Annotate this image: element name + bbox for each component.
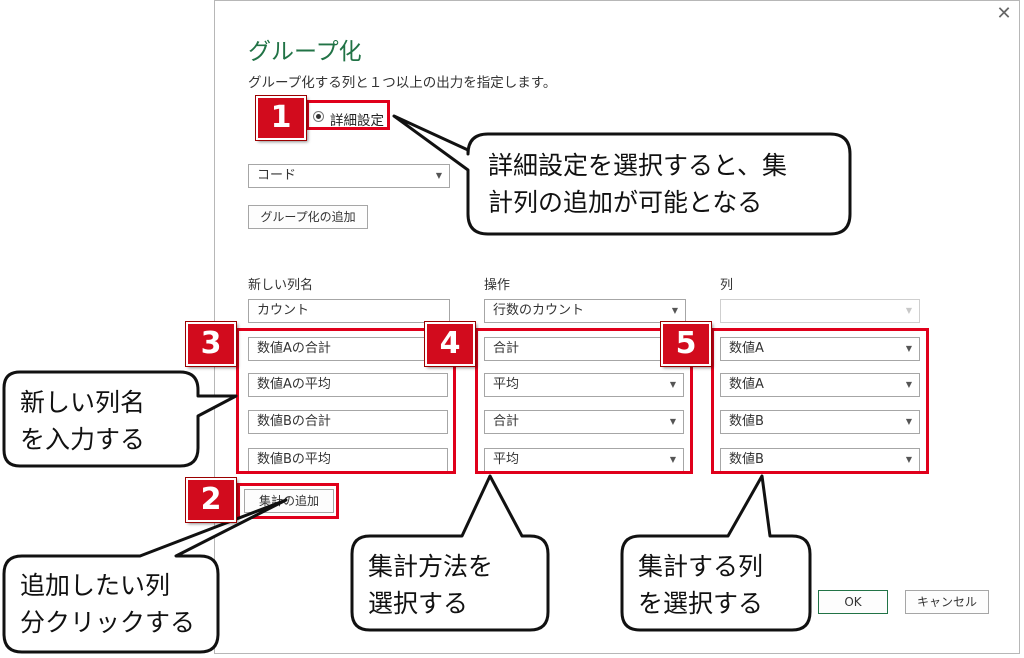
new-name-input-0[interactable]: カウント: [248, 299, 450, 323]
highlight-new-names: [236, 328, 456, 474]
highlight-add-aggregation: [237, 483, 339, 519]
new-name-input-2[interactable]: 数値Aの平均: [248, 373, 448, 397]
highlight-operations: [475, 328, 693, 474]
new-name-value: カウント: [257, 303, 310, 318]
new-name-input-3[interactable]: 数値Bの合計: [248, 410, 448, 434]
ok-button[interactable]: OK: [818, 590, 888, 614]
chevron-down-icon: ▼: [905, 344, 912, 353]
operation-dropdown-1[interactable]: 合計▼: [484, 337, 684, 361]
callout-advanced-text: 詳細設定を選択すると、集 計列の追加が可能となる: [488, 151, 788, 217]
operation-dropdown-0[interactable]: 行数のカウント ▼: [484, 299, 686, 323]
chevron-down-icon: ▼: [669, 417, 676, 426]
operation-value: 行数のカウント: [493, 303, 585, 318]
new-name-value: 数値Aの平均: [257, 377, 331, 392]
column-dropdown-1[interactable]: 数値A ▼: [720, 337, 920, 361]
new-name-input-1[interactable]: 数値Aの合計: [248, 337, 448, 361]
chevron-down-icon: ▼: [671, 306, 678, 315]
callout-method-bubble: [350, 474, 550, 632]
callout-target-bubble: [620, 474, 812, 632]
chevron-down-icon: ▼: [905, 306, 912, 315]
new-column-name-header: 新しい列名: [248, 278, 314, 293]
callout-advanced-bubble: [392, 114, 852, 236]
callout-add-col-text: 追加したい列 分クリックする: [20, 571, 196, 637]
column-dropdown-4[interactable]: 数値B ▼: [720, 448, 920, 472]
chevron-down-icon: ▼: [905, 455, 912, 464]
column-header: 列: [720, 278, 734, 293]
step-badge-2: 2: [186, 478, 236, 522]
step-badge-1: 1: [256, 96, 306, 140]
column-dropdown-3[interactable]: 数値B ▼: [720, 410, 920, 434]
column-dropdown-2[interactable]: 数値A ▼: [720, 373, 920, 397]
operation-value: 合計: [493, 414, 520, 429]
callout-target-text: 集計する列 を選択する: [638, 552, 764, 618]
operation-value: 平均: [493, 377, 520, 392]
step-badge-4: 4: [425, 322, 475, 366]
callout-new-name-bubble: [2, 370, 238, 468]
chevron-down-icon: ▼: [905, 380, 912, 389]
new-name-value: 数値Aの合計: [257, 341, 331, 356]
column-value: 数値A: [729, 341, 764, 356]
highlight-columns: [711, 328, 929, 474]
chevron-down-icon: ▼: [669, 455, 676, 464]
group-column-value: コード: [257, 168, 297, 183]
chevron-down-icon: ▼: [669, 380, 676, 389]
operation-value: 平均: [493, 452, 520, 467]
radio-advanced-label[interactable]: 詳細設定: [330, 113, 384, 129]
column-dropdown-0: ▼: [720, 299, 920, 323]
new-name-value: 数値Bの平均: [257, 452, 331, 467]
step-badge-3: 3: [186, 322, 236, 366]
column-value: 数値B: [729, 414, 764, 429]
group-by-dialog: [214, 0, 1020, 654]
chevron-down-icon: ▼: [905, 417, 912, 426]
add-grouping-button[interactable]: グループ化の追加: [248, 205, 368, 229]
radio-advanced[interactable]: [313, 111, 324, 122]
close-icon[interactable]: ✕: [996, 3, 1012, 24]
operation-dropdown-4[interactable]: 平均 ▼: [484, 448, 684, 472]
dialog-subtitle: グループ化する列と１つ以上の出力を指定します。: [248, 75, 557, 91]
step-badge-5: 5: [661, 322, 711, 366]
callout-method-text: 集計方法を 選択する: [368, 552, 494, 618]
cancel-button[interactable]: キャンセル: [905, 590, 989, 614]
operation-header: 操作: [484, 278, 511, 293]
column-value: 数値A: [729, 377, 764, 392]
callout-new-name-text: 新しい列名 を入力する: [20, 388, 146, 454]
callout-add-col-bubble: [2, 498, 288, 654]
operation-dropdown-2[interactable]: 平均 ▼: [484, 373, 684, 397]
chevron-down-icon: ▼: [435, 171, 442, 180]
highlight-advanced: [306, 100, 390, 130]
group-column-dropdown[interactable]: コード ▼: [248, 164, 450, 188]
operation-dropdown-3[interactable]: 合計 ▼: [484, 410, 684, 434]
new-name-value: 数値Bの合計: [257, 414, 331, 429]
column-value: 数値B: [729, 452, 764, 467]
operation-value: 合計: [493, 341, 520, 356]
dialog-title: グループ化: [248, 39, 362, 65]
